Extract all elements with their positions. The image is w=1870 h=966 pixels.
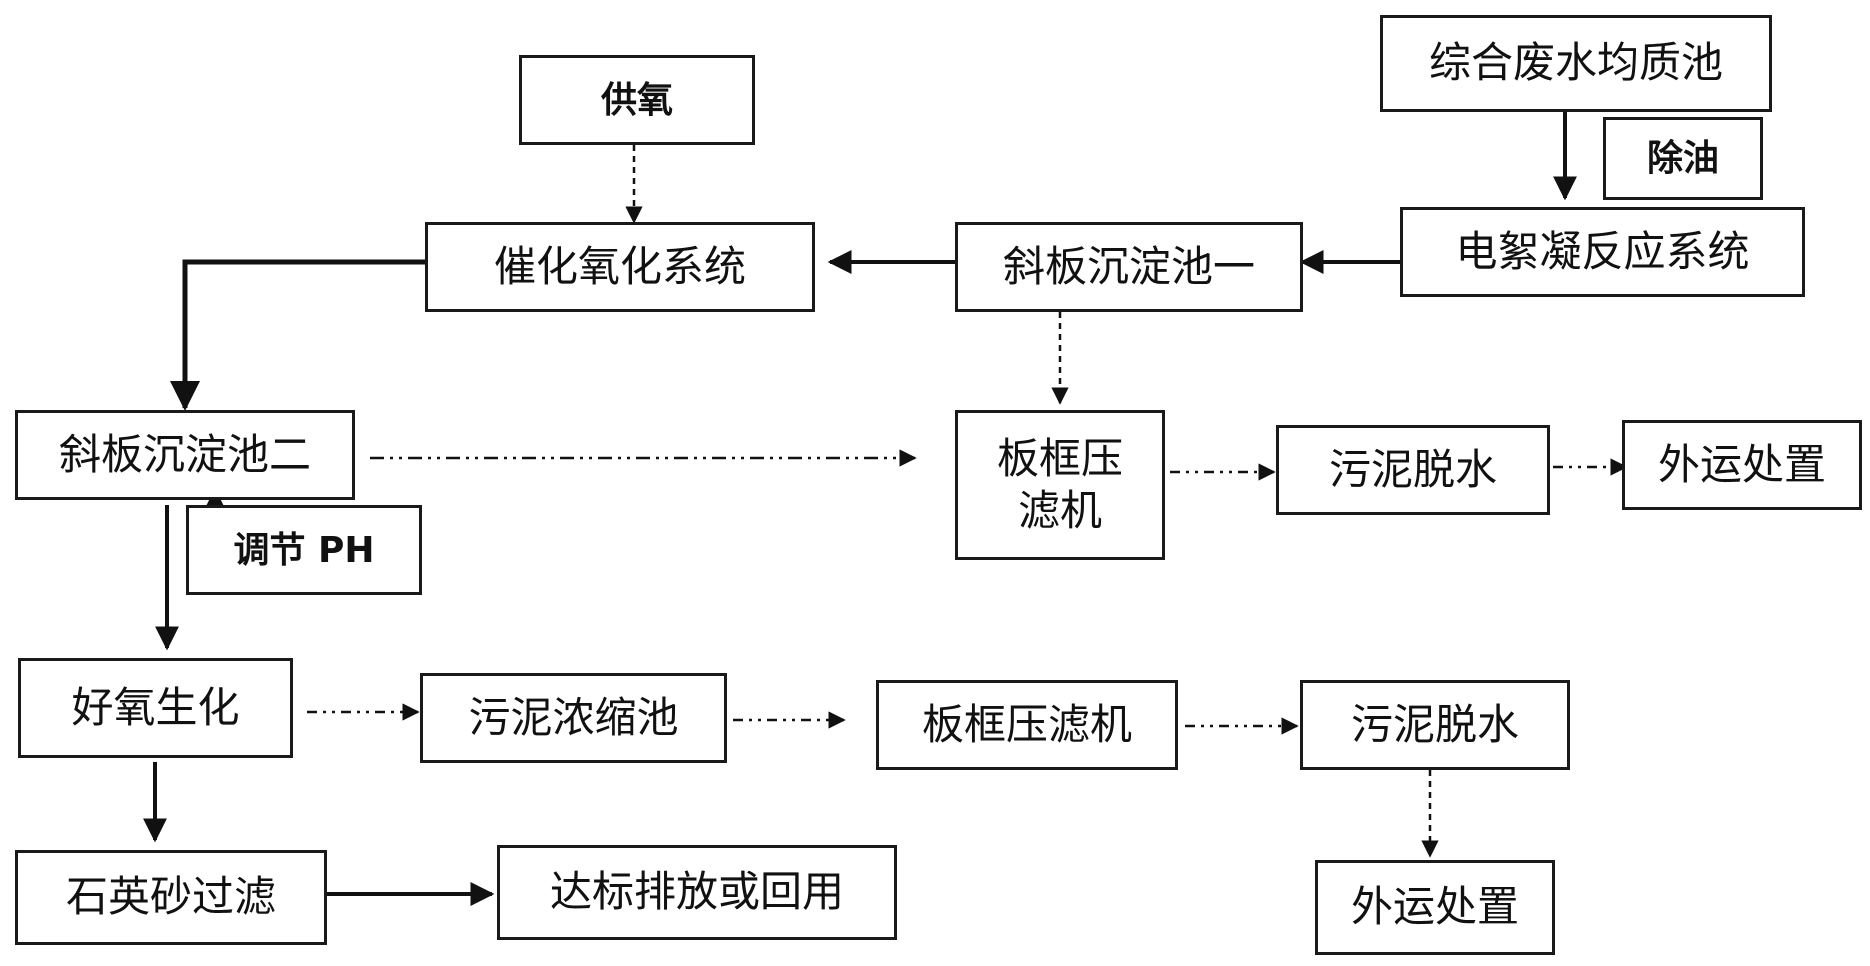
node-sludge-dewater-2-label: 污泥脱水 [1350,699,1519,749]
node-electroflocculation-label: 电絮凝反应系统 [1455,226,1750,276]
node-catalytic-oxidation: 催化氧化系统 [425,222,815,312]
node-inclined-settler-1: 斜板沉淀池一 [955,222,1303,312]
node-offsite-disposal-1-label: 外运处置 [1657,439,1826,489]
node-sludge-thickener: 污泥浓缩池 [420,673,727,763]
node-quartz-sand-filter: 石英砂过滤 [15,850,327,945]
node-filter-press-1: 板框压 滤机 [955,410,1165,560]
node-sludge-thickener-label: 污泥浓缩池 [468,692,679,742]
node-oil-removal-label: 除油 [1646,138,1719,179]
node-offsite-disposal-1: 外运处置 [1622,420,1862,510]
node-ph-adjust: 调节 PH [186,505,422,595]
node-equalization-tank-label: 综合废水均质池 [1428,38,1723,88]
node-offsite-disposal-2: 外运处置 [1315,860,1555,955]
node-quartz-sand-filter-label: 石英砂过滤 [65,872,276,922]
node-oxygen-supply: 供氧 [519,55,755,145]
node-oil-removal: 除油 [1603,117,1763,200]
node-discharge-reuse: 达标排放或回用 [497,845,897,940]
node-sludge-dewater-1: 污泥脱水 [1276,425,1550,515]
node-aerobic-bio-label: 好氧生化 [71,682,240,732]
node-filter-press-2: 板框压滤机 [876,680,1178,770]
node-inclined-settler-2-label: 斜板沉淀池二 [58,429,311,479]
node-offsite-disposal-2-label: 外运处置 [1350,882,1519,932]
arrow-catalytic-to-settler2 [170,259,425,411]
node-inclined-settler-2: 斜板沉淀池二 [15,410,355,500]
node-discharge-reuse-label: 达标排放或回用 [549,867,844,917]
node-aerobic-bio: 好氧生化 [18,658,293,758]
node-oxygen-supply-label: 供氧 [600,79,673,121]
node-filter-press-1-line2: 滤机 [1017,486,1102,535]
node-sludge-dewater-1-label: 污泥脱水 [1328,444,1497,494]
node-catalytic-oxidation-label: 催化氧化系统 [493,241,746,291]
node-filter-press-2-label: 板框压滤机 [921,699,1132,749]
node-ph-adjust-label: 调节 PH [233,529,375,571]
node-equalization-tank: 综合废水均质池 [1380,15,1772,112]
node-filter-press-1-line1: 板框压 [996,433,1123,483]
node-inclined-settler-1-label: 斜板沉淀池一 [1002,241,1255,291]
node-electroflocculation: 电絮凝反应系统 [1400,207,1805,297]
node-sludge-dewater-2: 污泥脱水 [1300,680,1570,770]
